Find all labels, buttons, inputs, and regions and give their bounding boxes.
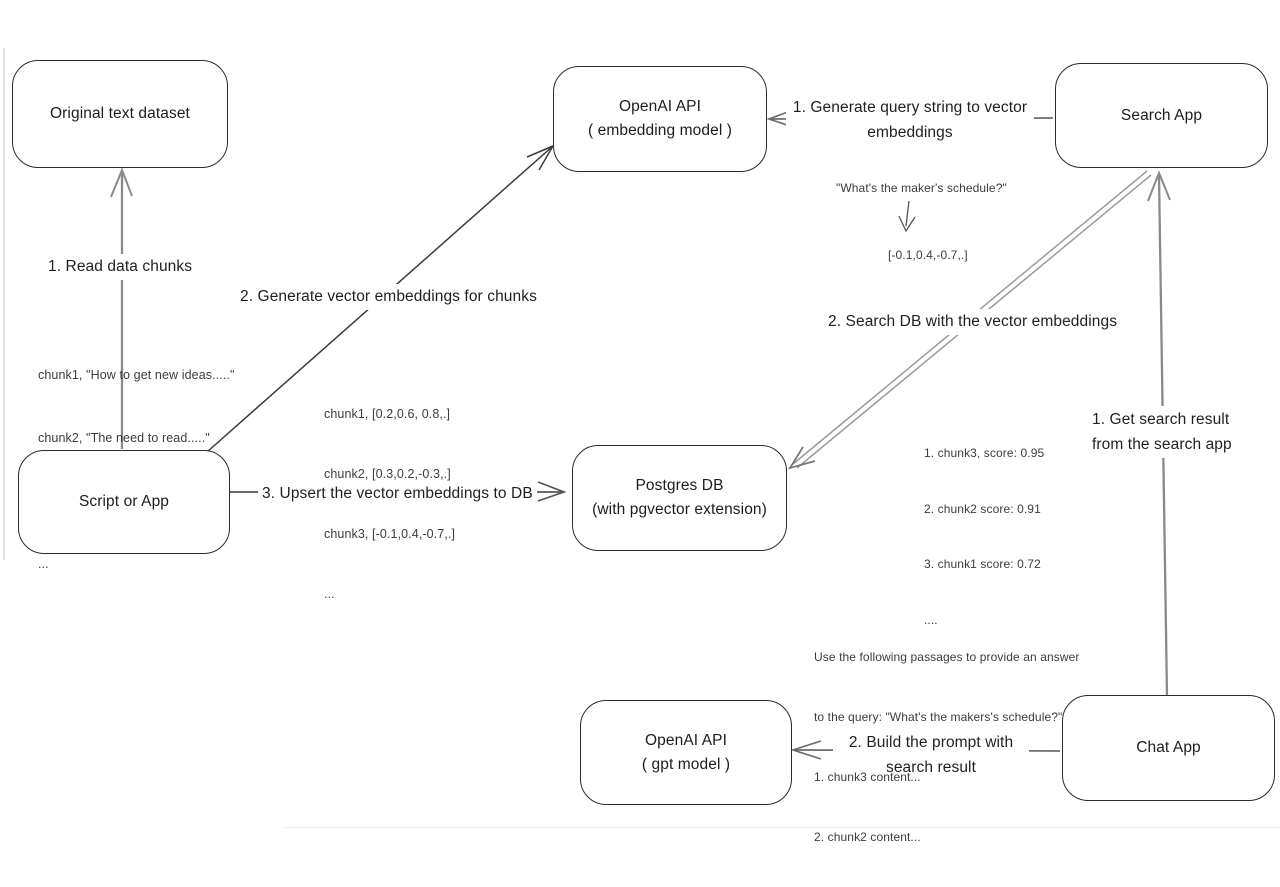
edge-label-get-result: 1. Get search result from the search app [1088,406,1272,458]
edge-label-read-chunks: 1. Read data chunks [44,254,197,280]
edge-label-query-to-vector: 1. Generate query string to vector embed… [786,94,1034,146]
node-postgres-db-line1: Postgres DB [635,477,724,494]
node-search-app: Search App [1055,63,1268,168]
node-original-text-dataset-label: Original text dataset [50,105,190,122]
node-openai-embedding-line1: OpenAI API [619,98,701,115]
edge-label-get-result-line1: 1. Get search result [1092,411,1230,428]
vector-list-annotation: chunk1, [0.2,0.6, 0.8,.] chunk2, [0.3,0.… [324,407,456,601]
node-original-text-dataset: Original text dataset [12,60,228,168]
canvas-edge-bottom [285,827,1280,828]
node-script-or-app-label: Script or App [78,493,170,510]
edge-label-search-db: 2. Search DB with the vector embeddings [824,309,1122,335]
edge-label-query-to-vector-line1: 1. Generate query string to vector [792,99,1028,116]
node-postgres-db-line2: (with pgvector extension) [592,501,767,518]
node-openai-gpt-line2: ( gpt model ) [641,755,731,773]
scores-annotation: 1. chunk3, score: 0.95 2. chunk2 score: … [924,446,1045,627]
edge-label-upsert: 3. Upsert the vector embeddings to DB [258,481,537,507]
node-chat-app-label: Chat App [1136,739,1201,756]
arrow-read-data-chunks [110,167,133,449]
node-openai-gpt: OpenAI API ( gpt model ) [580,700,792,805]
edge-label-build-prompt-line2: search result [885,759,977,776]
node-postgres-db: Postgres DB (with pgvector extension) [572,445,787,551]
node-chat-app: Chat App [1062,695,1275,801]
arrow-query-down [898,200,916,233]
prompt-annotation: Use the following passages to provide an… [814,650,1080,844]
query-annotation: "What's the maker's schedule?" [836,181,1007,195]
edge-label-build-prompt-line1: 2. Build the prompt with [848,734,1014,751]
node-openai-embedding-line2: ( embedding model ) [587,122,733,139]
node-openai-embedding: OpenAI API ( embedding model ) [553,66,767,172]
query-vector-annotation: [-0.1,0.4,-0.7,.] [888,248,968,262]
diagram-canvas: 1. Read data chunks 2. Generate vector e… [3,48,1280,844]
canvas-edge-left [3,48,5,560]
node-search-app-label: Search App [1120,106,1203,124]
edge-label-generate-embeddings: 2. Generate vector embeddings for chunks [236,284,541,310]
edge-label-get-result-line2: from the search app [1092,436,1232,453]
node-script-or-app: Script or App [18,450,230,554]
node-openai-gpt-line1: OpenAI API [645,731,727,749]
edge-label-build-prompt: 2. Build the prompt with search result [833,729,1029,781]
edge-label-query-to-vector-line2: embeddings [867,124,953,141]
